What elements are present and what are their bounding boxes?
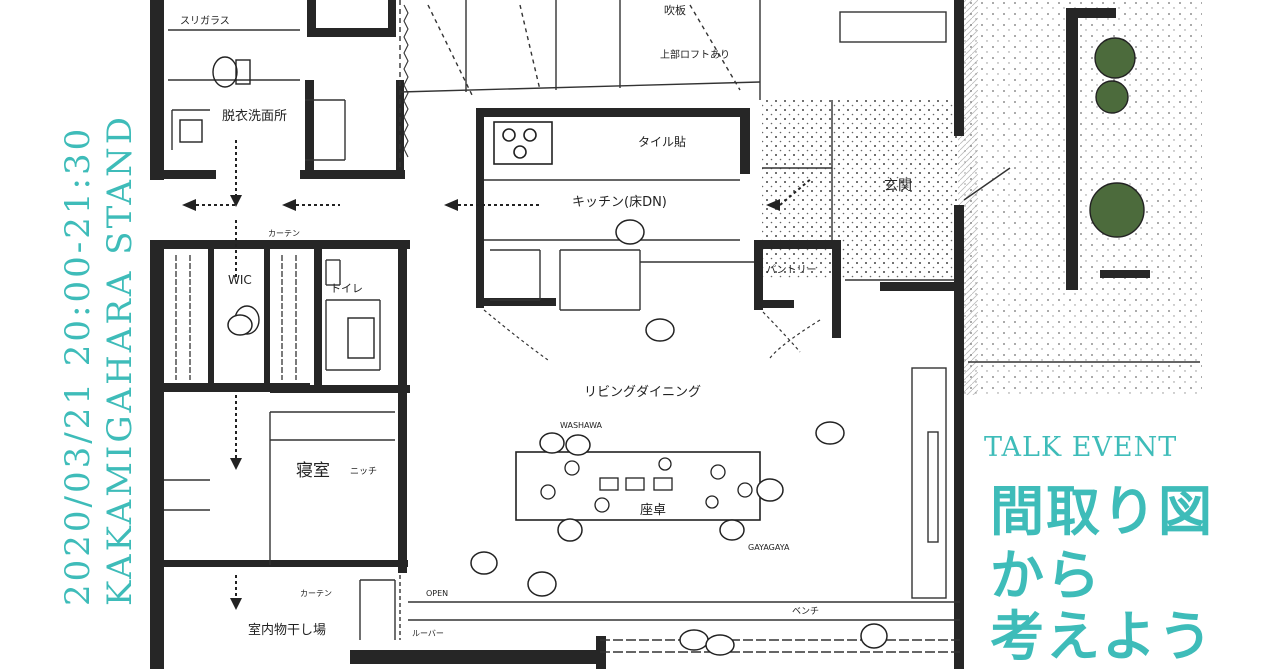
label-kitchen: キッチン(床DN) <box>572 195 667 210</box>
bird-figures <box>227 219 888 656</box>
label-bedroom: 寝室 <box>296 460 330 481</box>
event-title-line-2: から <box>990 544 1102 607</box>
event-title-line-3: 考えよう <box>990 605 1214 668</box>
thin-lines <box>164 0 1200 653</box>
event-venue: KAKAMIGAHARA STAND <box>100 114 140 606</box>
note-bench: ベンチ <box>792 606 819 617</box>
note-curtain-1: カーテン <box>268 229 300 238</box>
flow-arrow-tails <box>196 140 813 598</box>
note-niche: ニッチ <box>350 466 377 477</box>
note-louver: ルーバー <box>412 629 444 638</box>
label-entrance: 玄関 <box>884 177 912 194</box>
event-datetime: 2020/03/21 20:00-21:30 <box>58 125 98 606</box>
note-chatter-1: WASHAWA <box>560 421 603 430</box>
door-swings <box>483 309 821 361</box>
flow-arrows <box>182 195 780 610</box>
label-pantry: パントリー <box>766 264 817 276</box>
label-table: 座卓 <box>640 503 666 518</box>
planter-shrubs <box>1089 37 1145 238</box>
event-label: TALK EVENT <box>984 432 1178 463</box>
entrance-floor-dots <box>762 100 958 280</box>
label-loft: 上部ロフトあり <box>660 48 730 61</box>
label-wic: WIC <box>228 273 252 287</box>
note-open: OPEN <box>426 589 448 598</box>
zigzag-partition <box>403 4 409 158</box>
terrace-floor-dots <box>962 0 1202 395</box>
label-dressing: 脱衣洗面所 <box>222 108 287 124</box>
label-board: 吹板 <box>664 3 686 17</box>
walls <box>150 0 1150 669</box>
room-labels: スリガラス 脱衣洗面所 WIC トイレ 寝室 室内物干し場 キッチン(床DN) … <box>180 3 912 638</box>
note-curtain-2: カーテン <box>300 589 332 598</box>
label-laundry: 室内物干し場 <box>248 622 326 638</box>
label-living: リビングダイニング <box>584 385 701 400</box>
label-bathroom: スリガラス <box>180 15 230 27</box>
label-tile: タイル貼 <box>638 134 686 149</box>
event-title-line-1: 間取り図 <box>990 480 1214 543</box>
dining-table <box>515 451 761 521</box>
note-chatter-2: GAYAGAYA <box>748 543 790 552</box>
label-toilet: トイレ <box>330 282 363 295</box>
place-settings <box>540 457 753 513</box>
closet-rails <box>175 255 297 380</box>
stove-icon <box>493 121 553 165</box>
